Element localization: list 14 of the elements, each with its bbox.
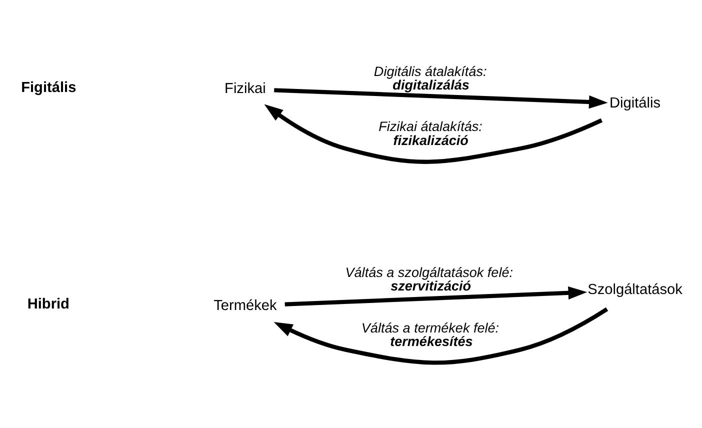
node-text: Fizikai	[224, 80, 266, 96]
arrow	[284, 286, 588, 306]
arrow	[274, 306, 608, 364]
node-text: Digitális	[610, 95, 661, 112]
label: Figitális	[21, 79, 76, 96]
label: Hibrid	[27, 296, 70, 312]
node-text: Szolgáltatások	[588, 282, 682, 298]
edge-label: Váltás a szolgáltatások felé: szervitizáció	[345, 264, 513, 294]
arrow	[274, 88, 608, 108]
arrow	[264, 104, 603, 164]
edge-label: Digitális átalakítás: digitalizálás	[374, 63, 487, 92]
edge-label: Váltás a termékek felé: termékesítés	[361, 320, 500, 348]
node-text: Termékek	[214, 297, 277, 314]
edge-label: Fizikai átalakítás: fizikalizáció	[378, 118, 482, 148]
